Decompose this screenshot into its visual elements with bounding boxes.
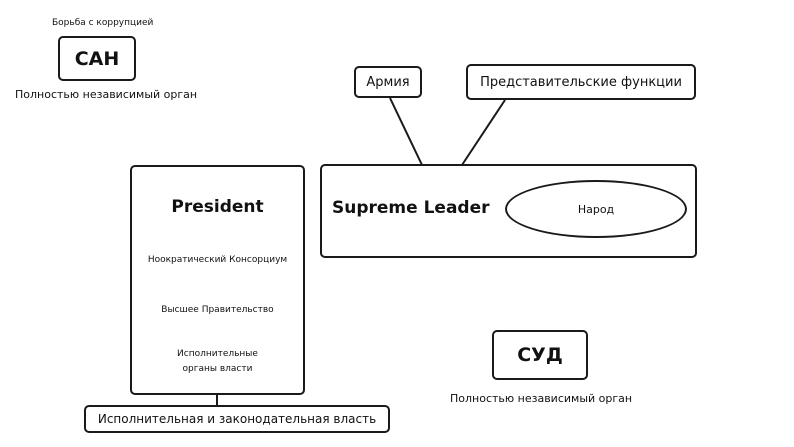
representative-label: Представительские функции — [480, 74, 682, 90]
san-caption: Борьба с коррупцией — [52, 18, 154, 28]
president-item-consortium: Ноократический Консорциум — [147, 255, 288, 265]
army-connector — [389, 97, 423, 166]
president-item-executive-line1: Исполнительные — [177, 349, 258, 359]
president-title: President — [171, 197, 264, 217]
president-box: President Ноократический Консорциум Высш… — [130, 165, 305, 395]
representative-box: Представительские функции — [466, 64, 696, 100]
president-item-executive-line2: органы власти — [182, 364, 253, 374]
army-box: Армия — [354, 66, 422, 98]
people-label: Народ — [577, 202, 615, 216]
san-box: САН — [58, 36, 136, 81]
supreme-leader-box: Supreme Leader Народ — [320, 164, 697, 258]
court-box: СУД — [492, 330, 588, 380]
san-subtitle: Полностью независимый орган — [15, 88, 198, 101]
executive-legislative-label: Исполнительная и законодательная власть — [97, 412, 377, 426]
executive-legislative-box: Исполнительная и законодательная власть — [84, 405, 390, 433]
army-label: Армия — [366, 74, 410, 90]
representative-connector — [461, 99, 506, 166]
people-ellipse: Народ — [505, 180, 687, 238]
court-subtitle: Полностью независимый орган — [450, 392, 633, 405]
court-label: СУД — [517, 344, 563, 366]
supreme-leader-title: Supreme Leader — [332, 198, 490, 218]
president-item-government: Высшее Правительство — [161, 305, 274, 315]
san-label: САН — [74, 47, 120, 70]
